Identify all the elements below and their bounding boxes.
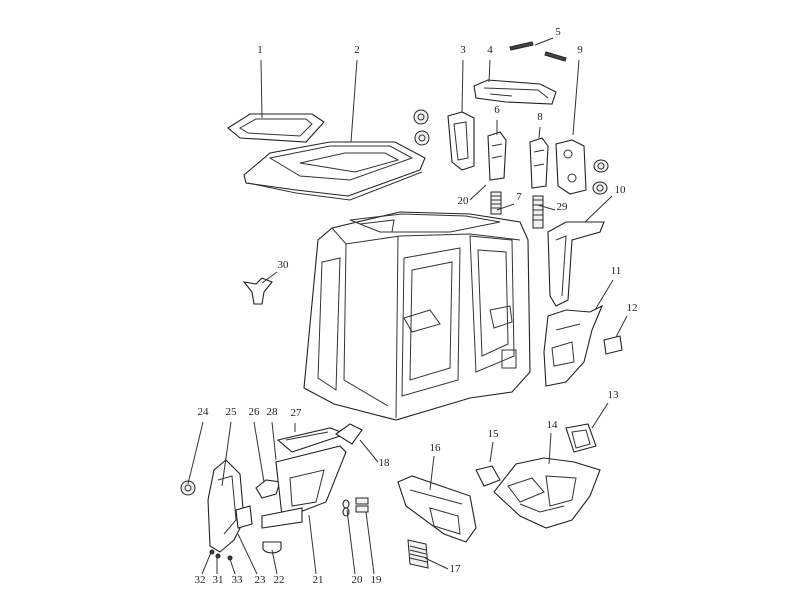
callout-number-22: 22 xyxy=(274,574,285,586)
part-floor-plate xyxy=(493,457,601,529)
leader-line-11 xyxy=(594,279,614,311)
part-y-bracket xyxy=(242,277,273,305)
part-small-plate xyxy=(603,335,623,355)
leader-line-15 xyxy=(489,441,494,463)
callout-number-6: 6 xyxy=(494,104,500,116)
leader-line-13 xyxy=(591,402,609,429)
leader-line-10 xyxy=(584,195,613,223)
leader-line-7 xyxy=(496,203,515,211)
part-clips xyxy=(342,497,369,517)
callout-number-5: 5 xyxy=(555,26,561,38)
leader-line-2 xyxy=(350,59,358,143)
part-rods xyxy=(509,41,567,62)
callout-number-11: 11 xyxy=(611,265,622,277)
leader-line-1 xyxy=(260,59,263,119)
callout-number-9: 9 xyxy=(577,44,583,56)
leader-line-20 xyxy=(346,509,356,575)
leader-line-18 xyxy=(359,439,379,463)
callout-number-17: 17 xyxy=(450,563,462,575)
leader-line-5 xyxy=(534,37,554,46)
leader-line-4 xyxy=(488,59,491,83)
callout-number-23: 23 xyxy=(255,574,267,586)
part-rear-upper-trim xyxy=(473,79,557,105)
leader-line-20 xyxy=(469,184,487,201)
leader-line-29 xyxy=(537,204,556,211)
leader-line-22 xyxy=(271,549,278,575)
part-square-frame xyxy=(565,423,597,453)
callout-number-32: 32 xyxy=(195,574,206,586)
callout-number-31: 31 xyxy=(213,574,224,586)
callout-number-12: 12 xyxy=(627,302,638,314)
leader-line-14 xyxy=(548,432,552,465)
callout-number-18: 18 xyxy=(379,457,391,469)
leader-line-17 xyxy=(424,557,449,570)
part-cab-frame xyxy=(303,211,531,421)
leader-line-26 xyxy=(253,421,265,483)
callout-number-4: 4 xyxy=(487,44,493,56)
callout-number-10: 10 xyxy=(615,184,627,196)
part-right-pillar-trim xyxy=(555,139,609,195)
leader-line-21 xyxy=(308,514,317,575)
part-cylinder xyxy=(262,541,282,554)
part-console-panel xyxy=(261,423,363,529)
leader-line-24 xyxy=(187,421,204,485)
callout-number-33: 33 xyxy=(232,574,244,586)
callout-number-21: 21 xyxy=(313,574,324,586)
leader-line-3 xyxy=(461,59,464,113)
part-rear-side-panel xyxy=(543,304,604,387)
part-small-plate-15 xyxy=(475,465,501,487)
callout-number-28: 28 xyxy=(267,406,279,418)
callout-number-20: 20 xyxy=(458,195,470,207)
part-roof-glass xyxy=(227,113,325,143)
part-left-lower-assembly xyxy=(180,459,253,561)
part-grille xyxy=(407,539,429,569)
callout-number-8: 8 xyxy=(537,111,543,123)
callout-number-20: 20 xyxy=(352,574,364,586)
callout-number-30: 30 xyxy=(278,259,290,271)
callout-number-25: 25 xyxy=(226,406,238,418)
leader-line-9 xyxy=(572,59,580,136)
callout-number-14: 14 xyxy=(547,419,559,431)
callout-number-7: 7 xyxy=(516,191,522,203)
leader-line-19 xyxy=(365,511,375,575)
callout-number-16: 16 xyxy=(430,442,442,454)
callout-number-19: 19 xyxy=(371,574,383,586)
part-side-pillar xyxy=(547,221,605,307)
leader-line-32 xyxy=(201,549,213,575)
callout-leaders xyxy=(187,37,628,575)
leader-line-23 xyxy=(237,533,258,575)
leader-line-33 xyxy=(228,555,236,575)
callout-number-27: 27 xyxy=(291,407,303,419)
callout-number-29: 29 xyxy=(557,201,569,213)
part-left-pillar-trim xyxy=(413,109,475,171)
callout-number-15: 15 xyxy=(488,428,500,440)
callout-number-3: 3 xyxy=(460,44,466,56)
part-roof-panel xyxy=(243,141,426,201)
part-lower-rear-panel xyxy=(397,475,477,543)
callout-number-1: 1 xyxy=(257,44,263,56)
leader-line-8 xyxy=(538,126,541,139)
leader-line-12 xyxy=(615,315,628,338)
callout-number-26: 26 xyxy=(249,406,261,418)
leader-line-16 xyxy=(429,455,435,491)
leader-line-25 xyxy=(221,421,232,487)
callout-number-13: 13 xyxy=(608,389,620,401)
leader-line-28 xyxy=(271,421,277,461)
callout-number-2: 2 xyxy=(354,44,360,56)
part-duct-covers xyxy=(487,131,549,189)
part-cushion-pad xyxy=(255,479,281,499)
callout-number-24: 24 xyxy=(198,406,210,418)
leader-line-30 xyxy=(261,271,278,284)
